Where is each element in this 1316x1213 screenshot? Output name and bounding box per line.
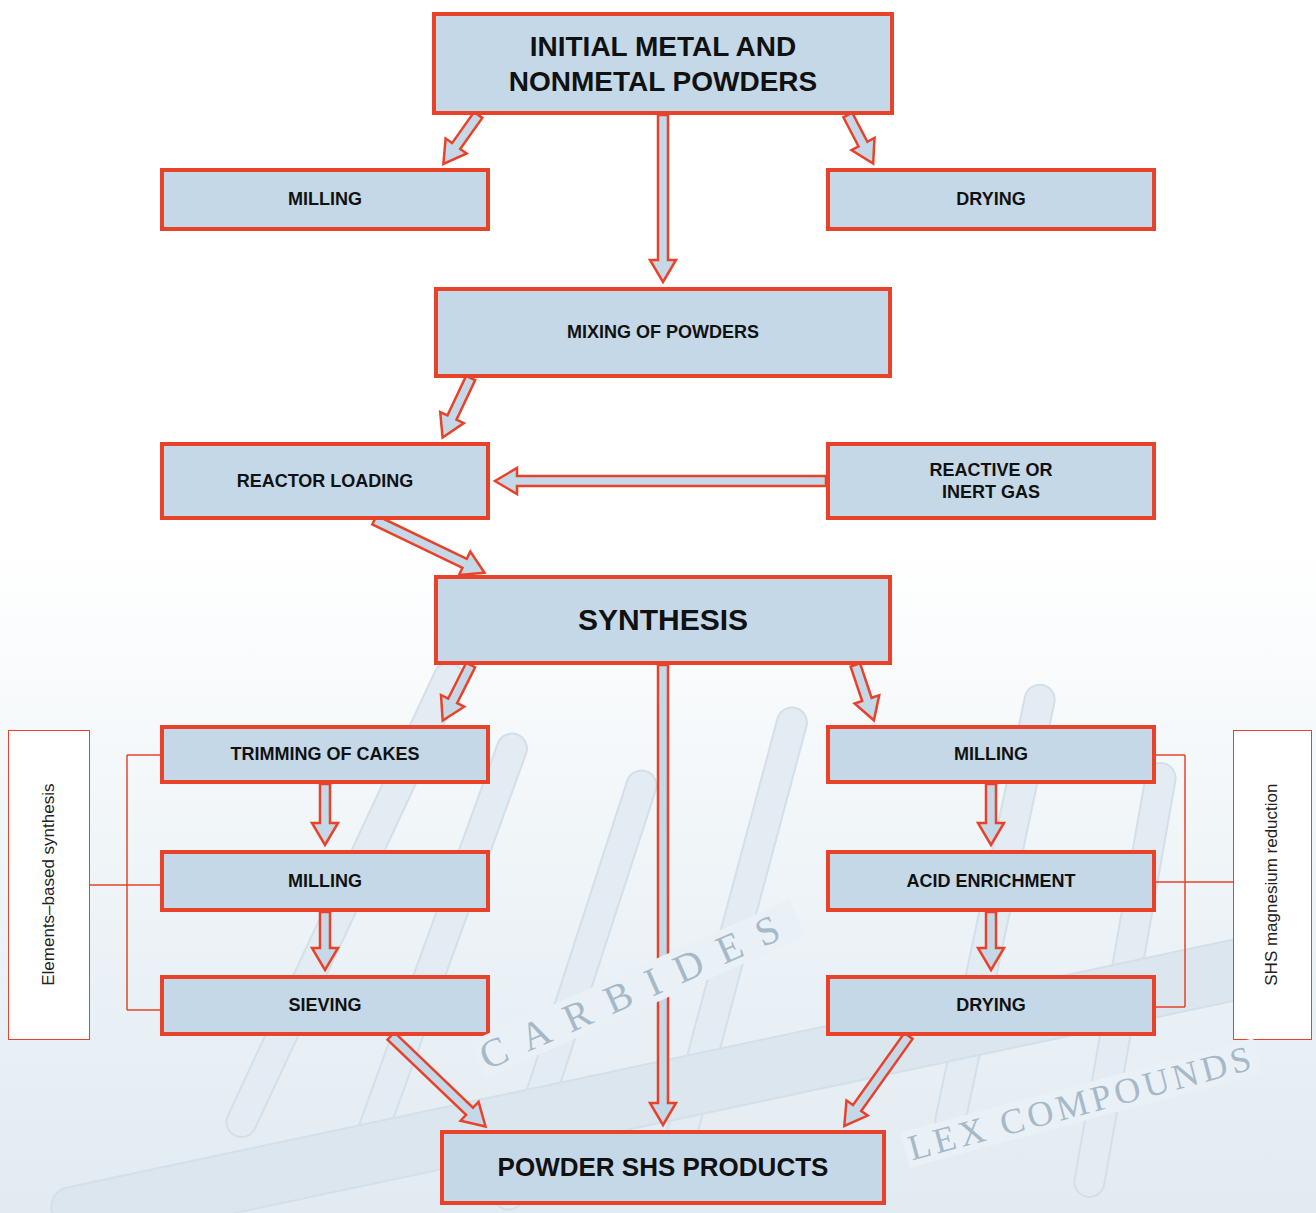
box-text: MILLING	[954, 743, 1028, 766]
synthesis-box: SYNTHESIS	[434, 575, 892, 665]
box-text: MILLING	[288, 188, 362, 211]
route-label-box: Elements–based synthesis	[8, 730, 90, 1040]
route-label-box: SHS magnesium reduction	[1233, 730, 1312, 1040]
arrow-shape	[495, 468, 826, 494]
source-box: INITIAL METAL AND NONMETAL POWDERS	[432, 12, 894, 115]
process-box: TRIMMING OF CAKES	[160, 725, 490, 784]
flow-arrow	[443, 112, 482, 164]
process-box: REACTOR LOADING	[160, 442, 490, 520]
box-text: DRYING	[956, 188, 1025, 211]
process-box: SIEVING	[160, 975, 490, 1036]
input-box: REACTIVE OR INERT GAS	[826, 442, 1156, 520]
flow-arrow	[441, 663, 475, 721]
arrow-shape	[650, 115, 676, 282]
flow-arrow	[495, 468, 826, 494]
flow-arrow	[312, 784, 338, 845]
box-text: TRIMMING OF CAKES	[231, 743, 420, 766]
arrow-shape	[978, 784, 1004, 845]
arrow-shape	[372, 516, 484, 576]
process-box: MIXING OF POWDERS	[434, 287, 892, 378]
flow-arrow	[440, 376, 475, 438]
flow-arrow	[312, 912, 338, 970]
process-box: DRYING	[826, 975, 1156, 1036]
test-tubes	[48, 658, 1293, 1213]
process-box: MILLING	[160, 168, 490, 231]
process-box: ACID ENRICHMENT	[826, 850, 1156, 912]
flow-arrow	[388, 1032, 486, 1126]
arrow-shape	[388, 1032, 486, 1126]
flow-arrow	[844, 1033, 912, 1126]
box-text: DRYING	[956, 994, 1025, 1017]
arrow-shape	[441, 663, 475, 721]
box-text: INITIAL METAL AND NONMETAL POWDERS	[448, 29, 878, 99]
box-text: ACID ENRICHMENT	[907, 870, 1076, 893]
box-text: REACTIVE OR INERT GAS	[906, 459, 1076, 504]
box-text: SIEVING	[288, 994, 361, 1017]
box-text: SYNTHESIS	[578, 601, 748, 639]
box-text: MIXING OF POWDERS	[567, 321, 759, 344]
arrow-shape	[843, 113, 874, 164]
flow-arrow	[851, 663, 880, 720]
process-box: MILLING	[826, 725, 1156, 784]
arrow-shape	[851, 663, 880, 720]
flow-arrow	[978, 912, 1004, 970]
box-text: REACTOR LOADING	[237, 470, 414, 493]
arrow-shape	[440, 376, 475, 438]
box-text: POWDER SHS PRODUCTS	[498, 1151, 829, 1184]
box-text: MILLING	[288, 870, 362, 893]
flow-arrow	[650, 115, 676, 282]
flow-arrow	[372, 516, 484, 576]
arrow-shape	[978, 912, 1004, 970]
arrow-shape	[650, 665, 676, 1125]
arrow-shape	[844, 1033, 912, 1126]
product-box: POWDER SHS PRODUCTS	[440, 1130, 886, 1205]
process-box: DRYING	[826, 168, 1156, 231]
arrow-shape	[312, 912, 338, 970]
vertical-label: Elements–based synthesis	[38, 784, 59, 986]
flow-arrow	[978, 784, 1004, 845]
process-box: MILLING	[160, 850, 490, 912]
arrow-shape	[443, 112, 482, 164]
vertical-label: SHS magnesium reduction	[1262, 784, 1283, 986]
arrow-shape	[312, 784, 338, 845]
flow-arrow	[843, 113, 874, 164]
flow-arrow	[650, 665, 676, 1125]
